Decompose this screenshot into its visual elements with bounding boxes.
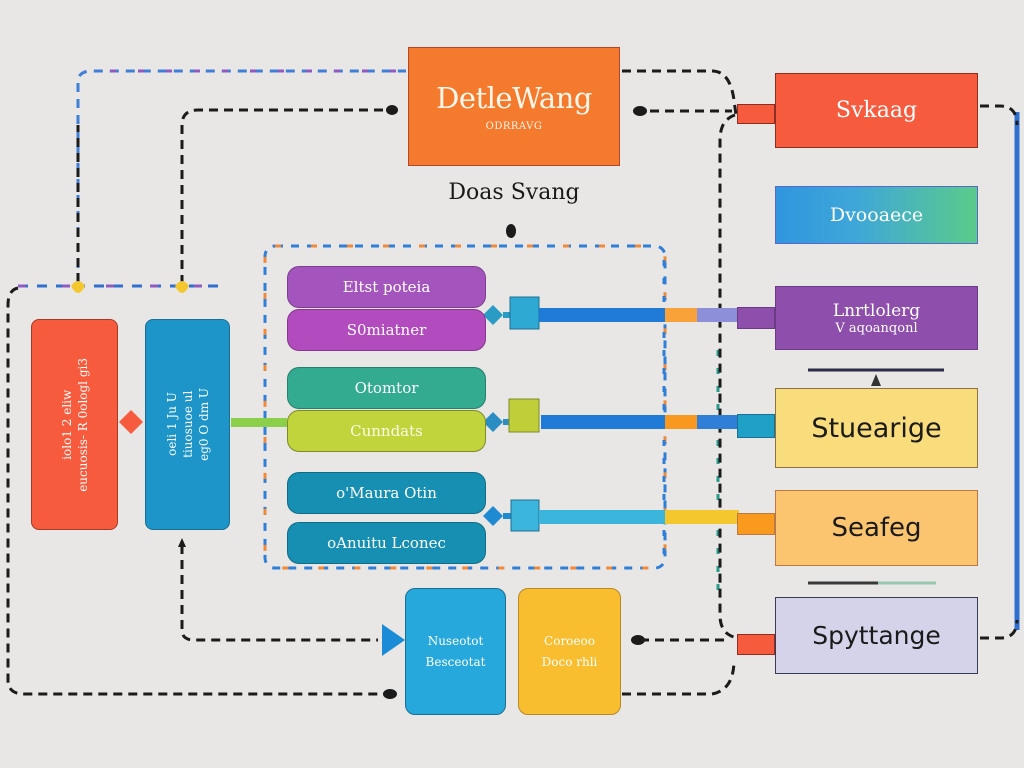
left-red-node-text: iolo1 2 eliw eucuosis- R 0ologl gi3 [59,357,90,492]
arrow-up-icon [178,538,186,547]
bottom-right-lower-connector [622,659,736,696]
left-feeder-joint-2 [175,281,189,293]
right-node-sublabel: V aqoanqonl [835,320,918,336]
left-outer-dashed [6,286,385,696]
right-node-6[interactable]: Spyttange [775,597,978,674]
right-node-5-port [737,513,775,535]
right-node-1-port [737,104,775,124]
right-node-label: Dvooaece [829,204,924,226]
center-node-6[interactable]: oAnuitu Lconec [287,522,486,564]
right-node-4[interactable]: Stuearige [775,388,978,468]
bus-node [510,499,540,532]
title-subtext: ODRRAVG [485,121,543,132]
connector-dot [633,106,647,116]
title-node[interactable]: DetleWang ODRRAVG [408,47,620,166]
bottom-node-label: Nuseotot [427,633,484,648]
green-link [231,418,287,427]
right-node-3-port [737,307,775,329]
center-node-label: oAnuitu Lconec [327,534,446,552]
diagram-caption: Doas Svang [448,180,580,205]
arrow-up-icon [871,374,881,386]
right-node-1[interactable]: Svkaag [775,73,978,148]
left-feeder-joint-1 [71,281,85,293]
center-node-label: Eltst poteia [342,278,431,296]
bottom-node-1[interactable]: Nuseotot Besceotat [405,588,506,715]
left-red-node[interactable]: iolo1 2 eliw eucuosis- R 0ologl gi3 [31,319,118,530]
left-blue-node[interactable]: oeli 1 Ju U tiuosuoe ul eg0 O dm U [145,319,230,530]
center-group-frame-accent [263,244,667,570]
center-node-3[interactable]: Otomtor [287,367,486,409]
title-to-right-connector [622,69,738,116]
blue-box-return-connector [180,545,378,642]
right-node-4-port [737,414,775,438]
connector-dot [631,635,645,645]
center-node-label: o'Maura Otin [336,484,437,502]
right-rail-top-connector [980,104,1019,126]
bottom-node-label: Doco rhli [541,654,598,669]
right-rail-bottom-connector [980,619,1019,640]
right-spine-dashed [718,113,739,640]
right-node-label: Svkaag [835,98,918,123]
right-node-label: Spyttange [812,621,941,650]
center-node-label: S0miatner [346,321,427,339]
bus-row-2 [483,398,739,433]
right-node-6-port [737,634,775,655]
right-node-label: Lnrtlolerg [832,300,921,321]
connector-dot [386,105,398,115]
bottom-node-label: Besceotat [425,654,486,669]
center-node-5[interactable]: o'Maura Otin [287,472,486,514]
right-node-label: Seafeg [831,513,922,543]
right-node-5[interactable]: Seafeg [775,490,978,566]
left-blue-node-text: oeli 1 Ju U tiuosuoe ul eg0 O dm U [164,388,211,461]
left-link-diamond-icon [119,410,143,434]
bottom-node-label: Coroeoo [544,633,595,648]
bus-row-3 [483,499,739,532]
right-node-3[interactable]: Lnrtlolerg V aqoanqonl [775,286,978,350]
center-node-4[interactable]: Cunndats [287,410,486,452]
center-node-label: Otomtor [354,379,419,397]
bus-diamond-icon [483,305,503,325]
bus-diamond-icon [483,506,503,526]
right-node-2[interactable]: Dvooaece [775,186,978,244]
right-node-label: Stuearige [811,412,942,444]
frame-pin-icon [506,224,516,238]
center-node-label: Cunndats [350,422,423,440]
bus-node [508,398,540,433]
top-outer-dashed-loop [76,69,406,284]
title-text: DetleWang [436,81,592,115]
center-node-2[interactable]: S0miatner [287,309,486,351]
arrow-right-icon [382,624,405,656]
bottom-node-2[interactable]: Coroeoo Doco rhli [518,588,621,715]
title-input-connector [180,108,388,284]
bus-row-1 [483,296,739,330]
bus-diamond-icon [483,412,503,432]
bus-node [509,296,540,330]
center-node-1[interactable]: Eltst poteia [287,266,486,308]
connector-dot [383,689,397,699]
